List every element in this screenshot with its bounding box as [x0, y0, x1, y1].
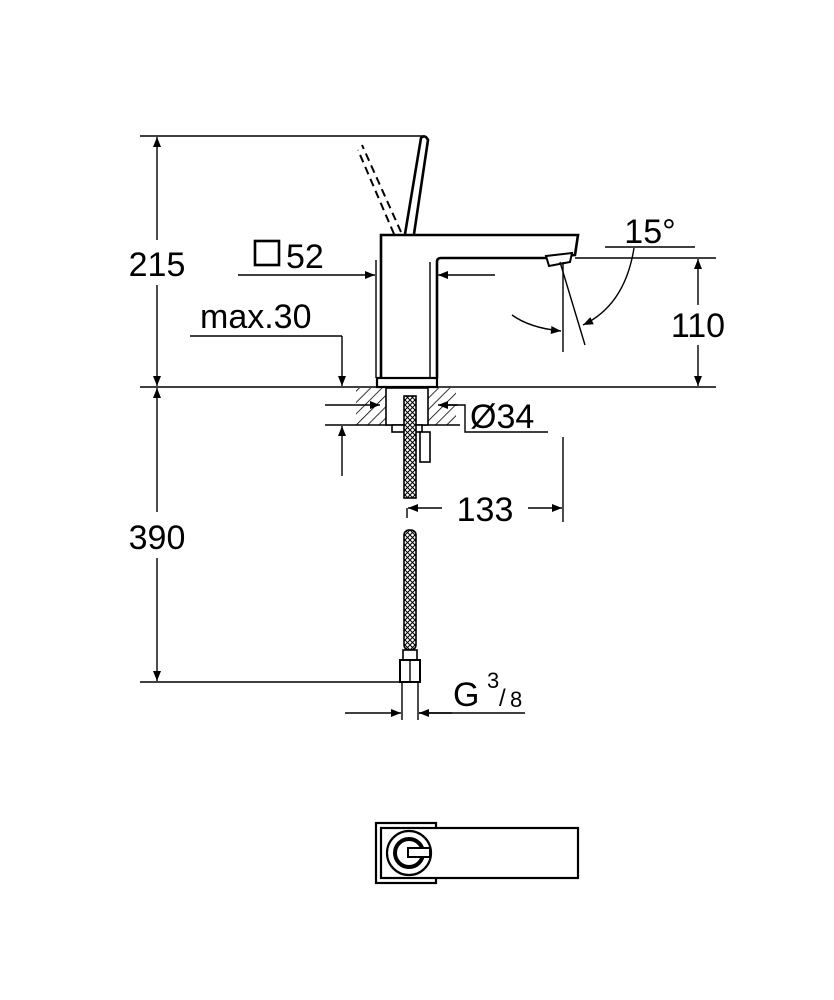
lever — [357, 135, 430, 235]
square-52-dimension: 52 — [238, 238, 495, 378]
dim-max30-label: max.30 — [200, 298, 312, 336]
height-110-dimension: 110 — [671, 259, 725, 386]
fraction-slash: / — [499, 685, 506, 712]
angle-15-dimension: 15° — [511, 213, 695, 352]
dim-390-label: 390 — [129, 519, 186, 557]
height-215-dimension: 215 — [129, 137, 186, 386]
connection-g38-dimension: G 3 / 8 — [345, 668, 525, 717]
square-symbol-icon — [253, 239, 281, 267]
dim-g-label: G — [453, 676, 479, 714]
faucet-body — [375, 233, 580, 389]
dim-215-label: 215 — [129, 246, 186, 284]
dim-34-label: Ø34 — [470, 398, 534, 436]
top-view — [374, 821, 580, 885]
dim-110-label: 110 — [671, 307, 725, 345]
dim-133-label: 133 — [457, 491, 514, 529]
dim-g-numerator: 3 — [487, 668, 499, 693]
reach-133-dimension: 133 — [406, 437, 564, 529]
dim-15-label: 15° — [624, 213, 675, 251]
dim-g-denominator: 8 — [510, 687, 522, 712]
diameter-34-dimension: Ø34 — [440, 398, 548, 436]
dim-52-label: 52 — [286, 238, 324, 276]
hose — [399, 395, 421, 720]
hose-390-dimension: 390 — [129, 388, 186, 681]
